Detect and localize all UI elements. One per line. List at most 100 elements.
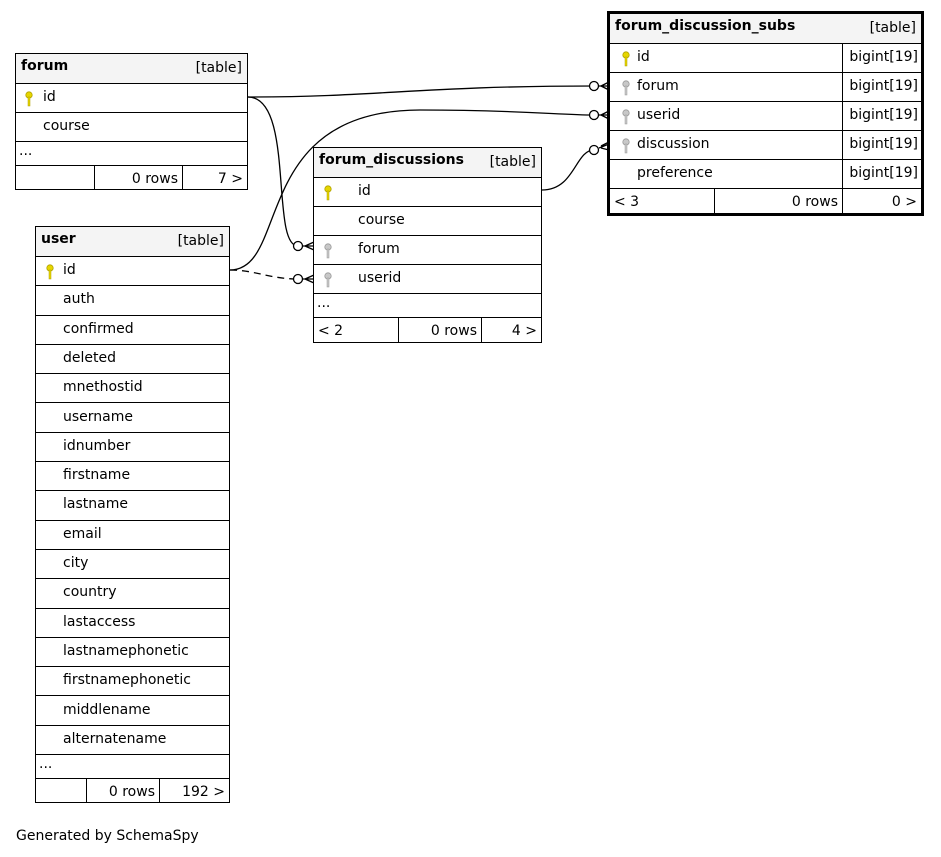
foreign-key-icon xyxy=(324,243,332,259)
relation-forum-to-subs xyxy=(247,85,595,98)
column-type: bigint[19] xyxy=(849,107,918,123)
column-row[interactable]: userid bigint[19] xyxy=(610,102,921,131)
footer-parents[interactable]: < 3 xyxy=(610,189,715,214)
more-columns: ... xyxy=(16,142,247,166)
table-footer: < 3 0 rows 0 > xyxy=(610,189,921,214)
column-name: mnethostid xyxy=(63,379,143,396)
relation-forum-to-discussions xyxy=(247,96,299,247)
column-row[interactable]: deleted xyxy=(36,345,229,375)
column-name: confirmed xyxy=(63,320,134,337)
table-name: forum xyxy=(21,58,69,74)
column-row[interactable]: forum bigint[19] xyxy=(610,73,921,102)
column-row[interactable]: discussion bigint[19] xyxy=(610,131,921,160)
table-forum[interactable]: forum [table] id course ... 0 rows 7 > xyxy=(15,53,248,190)
footer-parents[interactable] xyxy=(16,166,95,189)
footer-children[interactable]: 4 > xyxy=(511,323,537,339)
footer-row-count: 0 rows xyxy=(87,779,160,802)
column-row[interactable]: lastnamephonetic xyxy=(36,638,229,668)
column-row[interactable]: firstnamephonetic xyxy=(36,667,229,697)
column-row[interactable]: city xyxy=(36,550,229,580)
table-footer: 0 rows 192 > xyxy=(36,779,229,802)
column-row[interactable]: lastaccess xyxy=(36,609,229,638)
column-row[interactable]: lastname xyxy=(36,491,229,521)
table-name: user xyxy=(41,231,76,247)
table-name: forum_discussion_subs xyxy=(615,18,796,34)
column-name: email xyxy=(63,525,102,542)
table-footer: 0 rows 7 > xyxy=(16,166,247,189)
table-user[interactable]: user [table] id auth confirmed deleted mneth… xyxy=(35,226,230,803)
column-name: deleted xyxy=(63,349,116,366)
table-forum-discussions[interactable]: forum_discussions [table] id course foru… xyxy=(313,147,542,343)
column-row[interactable]: username xyxy=(36,404,229,433)
column-row[interactable]: email xyxy=(36,521,229,550)
column-name: firstname xyxy=(63,467,131,484)
column-name: id xyxy=(63,262,76,278)
column-row[interactable]: idnumber xyxy=(36,433,229,463)
column-row[interactable]: course xyxy=(314,207,541,236)
relation-user-to-subs xyxy=(229,109,595,271)
column-row[interactable]: confirmed xyxy=(36,316,229,345)
primary-key-icon xyxy=(622,51,630,67)
table-kind: [table] xyxy=(177,233,224,249)
column-name: auth xyxy=(63,291,95,308)
column-name: id xyxy=(358,183,371,199)
more-columns-ellipsis: ... xyxy=(39,756,53,772)
column-name: middlename xyxy=(63,701,151,718)
column-name: course xyxy=(43,118,90,134)
column-row[interactable]: country xyxy=(36,579,229,609)
column-row[interactable]: id bigint[19] xyxy=(610,44,921,73)
column-name: firstnamephonetic xyxy=(63,672,191,689)
footer-children[interactable]: 0 > xyxy=(891,194,917,210)
column-row[interactable]: id xyxy=(16,84,247,113)
column-name: lastnamephonetic xyxy=(63,642,189,659)
primary-key-icon xyxy=(46,264,54,280)
more-columns: ... xyxy=(36,755,229,779)
table-forum-discussion-subs[interactable]: forum_discussion_subs [table] id bigint[… xyxy=(607,11,924,216)
column-row[interactable]: auth xyxy=(36,286,229,316)
column-name: discussion xyxy=(637,136,710,152)
footer-parents[interactable] xyxy=(36,779,87,802)
column-row[interactable]: preference bigint[19] xyxy=(610,160,921,189)
terminator-discussions-userid xyxy=(292,273,315,285)
footer-row-count: 0 rows xyxy=(95,166,183,189)
column-name: alternatename xyxy=(63,730,167,747)
column-name: userid xyxy=(358,270,402,286)
table-header: user [table] xyxy=(36,227,229,257)
column-name: course xyxy=(358,212,405,228)
column-name: lastaccess xyxy=(63,613,136,630)
column-row[interactable]: middlename xyxy=(36,697,229,726)
column-row[interactable]: forum xyxy=(314,236,541,265)
footer-children[interactable]: 192 > xyxy=(182,784,225,800)
relation-discussions-to-subs xyxy=(541,149,595,191)
footer-children[interactable]: 7 > xyxy=(217,171,243,187)
column-type: bigint[19] xyxy=(849,165,918,181)
more-columns-ellipsis: ... xyxy=(19,143,33,159)
foreign-key-icon xyxy=(622,138,630,154)
footer-row-count: 0 rows xyxy=(399,318,482,342)
foreign-key-icon xyxy=(324,272,332,288)
column-type: bigint[19] xyxy=(849,136,918,152)
column-name: preference xyxy=(637,165,713,181)
column-row[interactable]: id xyxy=(314,178,541,207)
column-row[interactable]: firstname xyxy=(36,462,229,492)
primary-key-icon xyxy=(25,91,33,107)
column-name: idnumber xyxy=(63,437,131,454)
table-kind: [table] xyxy=(195,60,242,76)
column-name: username xyxy=(63,408,133,425)
column-row[interactable]: course xyxy=(16,113,247,142)
column-name: id xyxy=(43,89,56,105)
table-header: forum [table] xyxy=(16,54,247,84)
column-row[interactable]: mnethostid xyxy=(36,374,229,404)
column-row[interactable]: id xyxy=(36,257,229,287)
column-type: bigint[19] xyxy=(849,49,918,65)
generated-by-label: Generated by SchemaSpy xyxy=(16,828,199,844)
footer-parents[interactable]: < 2 xyxy=(314,318,399,342)
table-footer: < 2 0 rows 4 > xyxy=(314,318,541,342)
table-kind: [table] xyxy=(489,154,536,170)
column-name: city xyxy=(63,555,89,571)
column-row[interactable]: userid xyxy=(314,265,541,294)
table-header: forum_discussion_subs [table] xyxy=(610,14,921,44)
primary-key-icon xyxy=(324,185,332,201)
column-row[interactable]: alternatename xyxy=(36,726,229,756)
